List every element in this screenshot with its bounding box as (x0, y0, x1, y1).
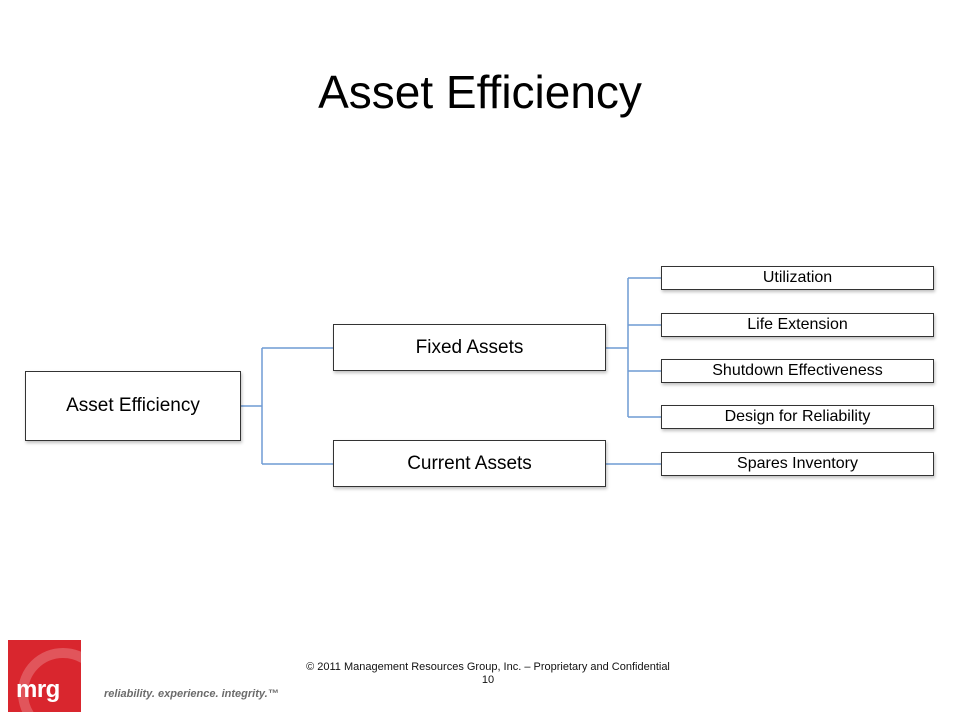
node-current-assets: Current Assets (333, 440, 606, 487)
node-asset-efficiency: Asset Efficiency (25, 371, 241, 441)
logo-ring-graphic (18, 648, 81, 712)
node-fixed-assets: Fixed Assets (333, 324, 606, 371)
page-number: 10 (481, 674, 495, 686)
node-spares-inventory: Spares Inventory (661, 452, 934, 476)
mrg-logo: mrg (8, 640, 81, 712)
copyright-text: © 2011 Management Resources Group, Inc. … (306, 661, 670, 673)
brand-tagline: reliability. experience. integrity.™ (104, 688, 279, 700)
node-design-for-reliability: Design for Reliability (661, 405, 934, 429)
logo-text: mrg (16, 676, 60, 703)
node-utilization: Utilization (661, 266, 934, 290)
node-shutdown-effectiveness: Shutdown Effectiveness (661, 359, 934, 383)
slide-title: Asset Efficiency (318, 66, 642, 118)
footer: © 2011 Management Resources Group, Inc. … (0, 661, 960, 687)
node-life-extension: Life Extension (661, 313, 934, 337)
